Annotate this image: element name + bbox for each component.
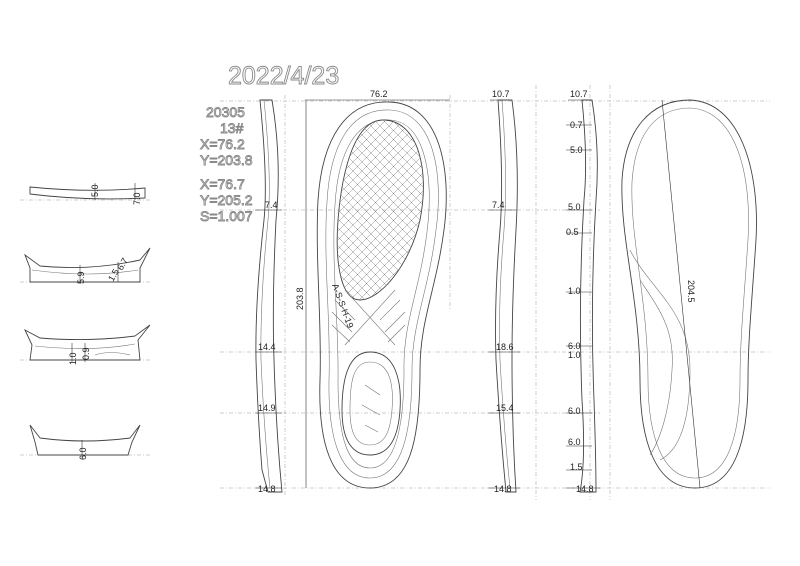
dim-6-0-d: 6.0	[568, 437, 581, 447]
dim-1-0-b: 1.0	[568, 286, 581, 296]
dim-0-7: 0.7	[570, 120, 583, 130]
dim-1-0-c: 1.0	[568, 350, 581, 360]
dim-203-8: 203.8	[295, 287, 305, 310]
dim-10-7-right: 10.7	[570, 89, 588, 99]
cross-section-3: 1.0 0.9	[24, 324, 151, 365]
cross-section-2: 5.9 6.7 1.5	[24, 247, 151, 284]
dim-5-0-c: 5.0	[568, 202, 581, 212]
scale-label: S=1.007	[200, 208, 253, 224]
right-section-profile: 10.7 0.7 5.0 5.0 0.5 1.0 6.0 1.0 6.0 6.0…	[566, 89, 600, 494]
left-side-profile: 7.4 14.4 14.9 14.8	[255, 99, 283, 494]
x-dimension-2: X=76.7	[200, 176, 245, 192]
spec-block: 20305 13# X=76.2 Y=203.8 X=76.7 Y=205.2 …	[200, 104, 254, 225]
size-label: 13#	[220, 120, 244, 136]
cross-section-1: 5.0 7.0	[29, 183, 146, 205]
insole-bottom-view: 204.5	[621, 99, 757, 489]
cross-section-4: 6.0	[29, 424, 141, 460]
dim-7-0: 7.0	[132, 192, 142, 205]
arch-slots	[331, 289, 406, 346]
dim-6-0-c: 6.0	[568, 406, 581, 416]
y-dimension-1: Y=203.8	[200, 152, 253, 168]
y-dimension-2: Y=205.2	[200, 192, 253, 208]
x-dimension-1: X=76.2	[200, 136, 245, 152]
dim-5-9: 5.9	[76, 271, 86, 284]
dim-14-4: 14.4	[258, 342, 276, 352]
dim-0-5: 0.5	[566, 227, 579, 237]
dim-7-4-mid: 7.4	[492, 200, 505, 210]
dim-6-0-b: 6.0	[568, 341, 581, 351]
dim-14-8-mid: 14.8	[494, 484, 512, 494]
dim-6-0-a: 6.0	[78, 447, 88, 460]
dim-14-8-left: 14.8	[258, 484, 276, 494]
drawing-date: 2022/4/23	[228, 62, 339, 90]
dim-5-0-a: 5.0	[90, 184, 100, 197]
dim-10-7-mid: 10.7	[492, 89, 510, 99]
dim-1-0-a: 1.0	[68, 352, 78, 365]
model-number: 20305	[206, 104, 245, 120]
dim-18-6: 18.6	[496, 342, 514, 352]
middle-side-profile: 10.7 7.4 18.6 15.4 14.8	[488, 89, 520, 494]
dim-7-4-left: 7.4	[265, 200, 278, 210]
insole-top-view: 76.2 203.8 A-S-S-H-19	[295, 89, 450, 489]
dim-0-9: 0.9	[81, 347, 91, 360]
dim-6-7: 6.7	[115, 256, 130, 272]
dim-14-9: 14.9	[258, 403, 276, 413]
dim-1-5-b: 1.5	[570, 462, 583, 472]
dim-76-2-top: 76.2	[370, 89, 388, 99]
dim-15-4: 15.4	[496, 403, 514, 413]
dim-204-5: 204.5	[686, 280, 696, 303]
dim-5-0-b: 5.0	[570, 145, 583, 155]
dim-14-8-right: 14.8	[576, 484, 594, 494]
